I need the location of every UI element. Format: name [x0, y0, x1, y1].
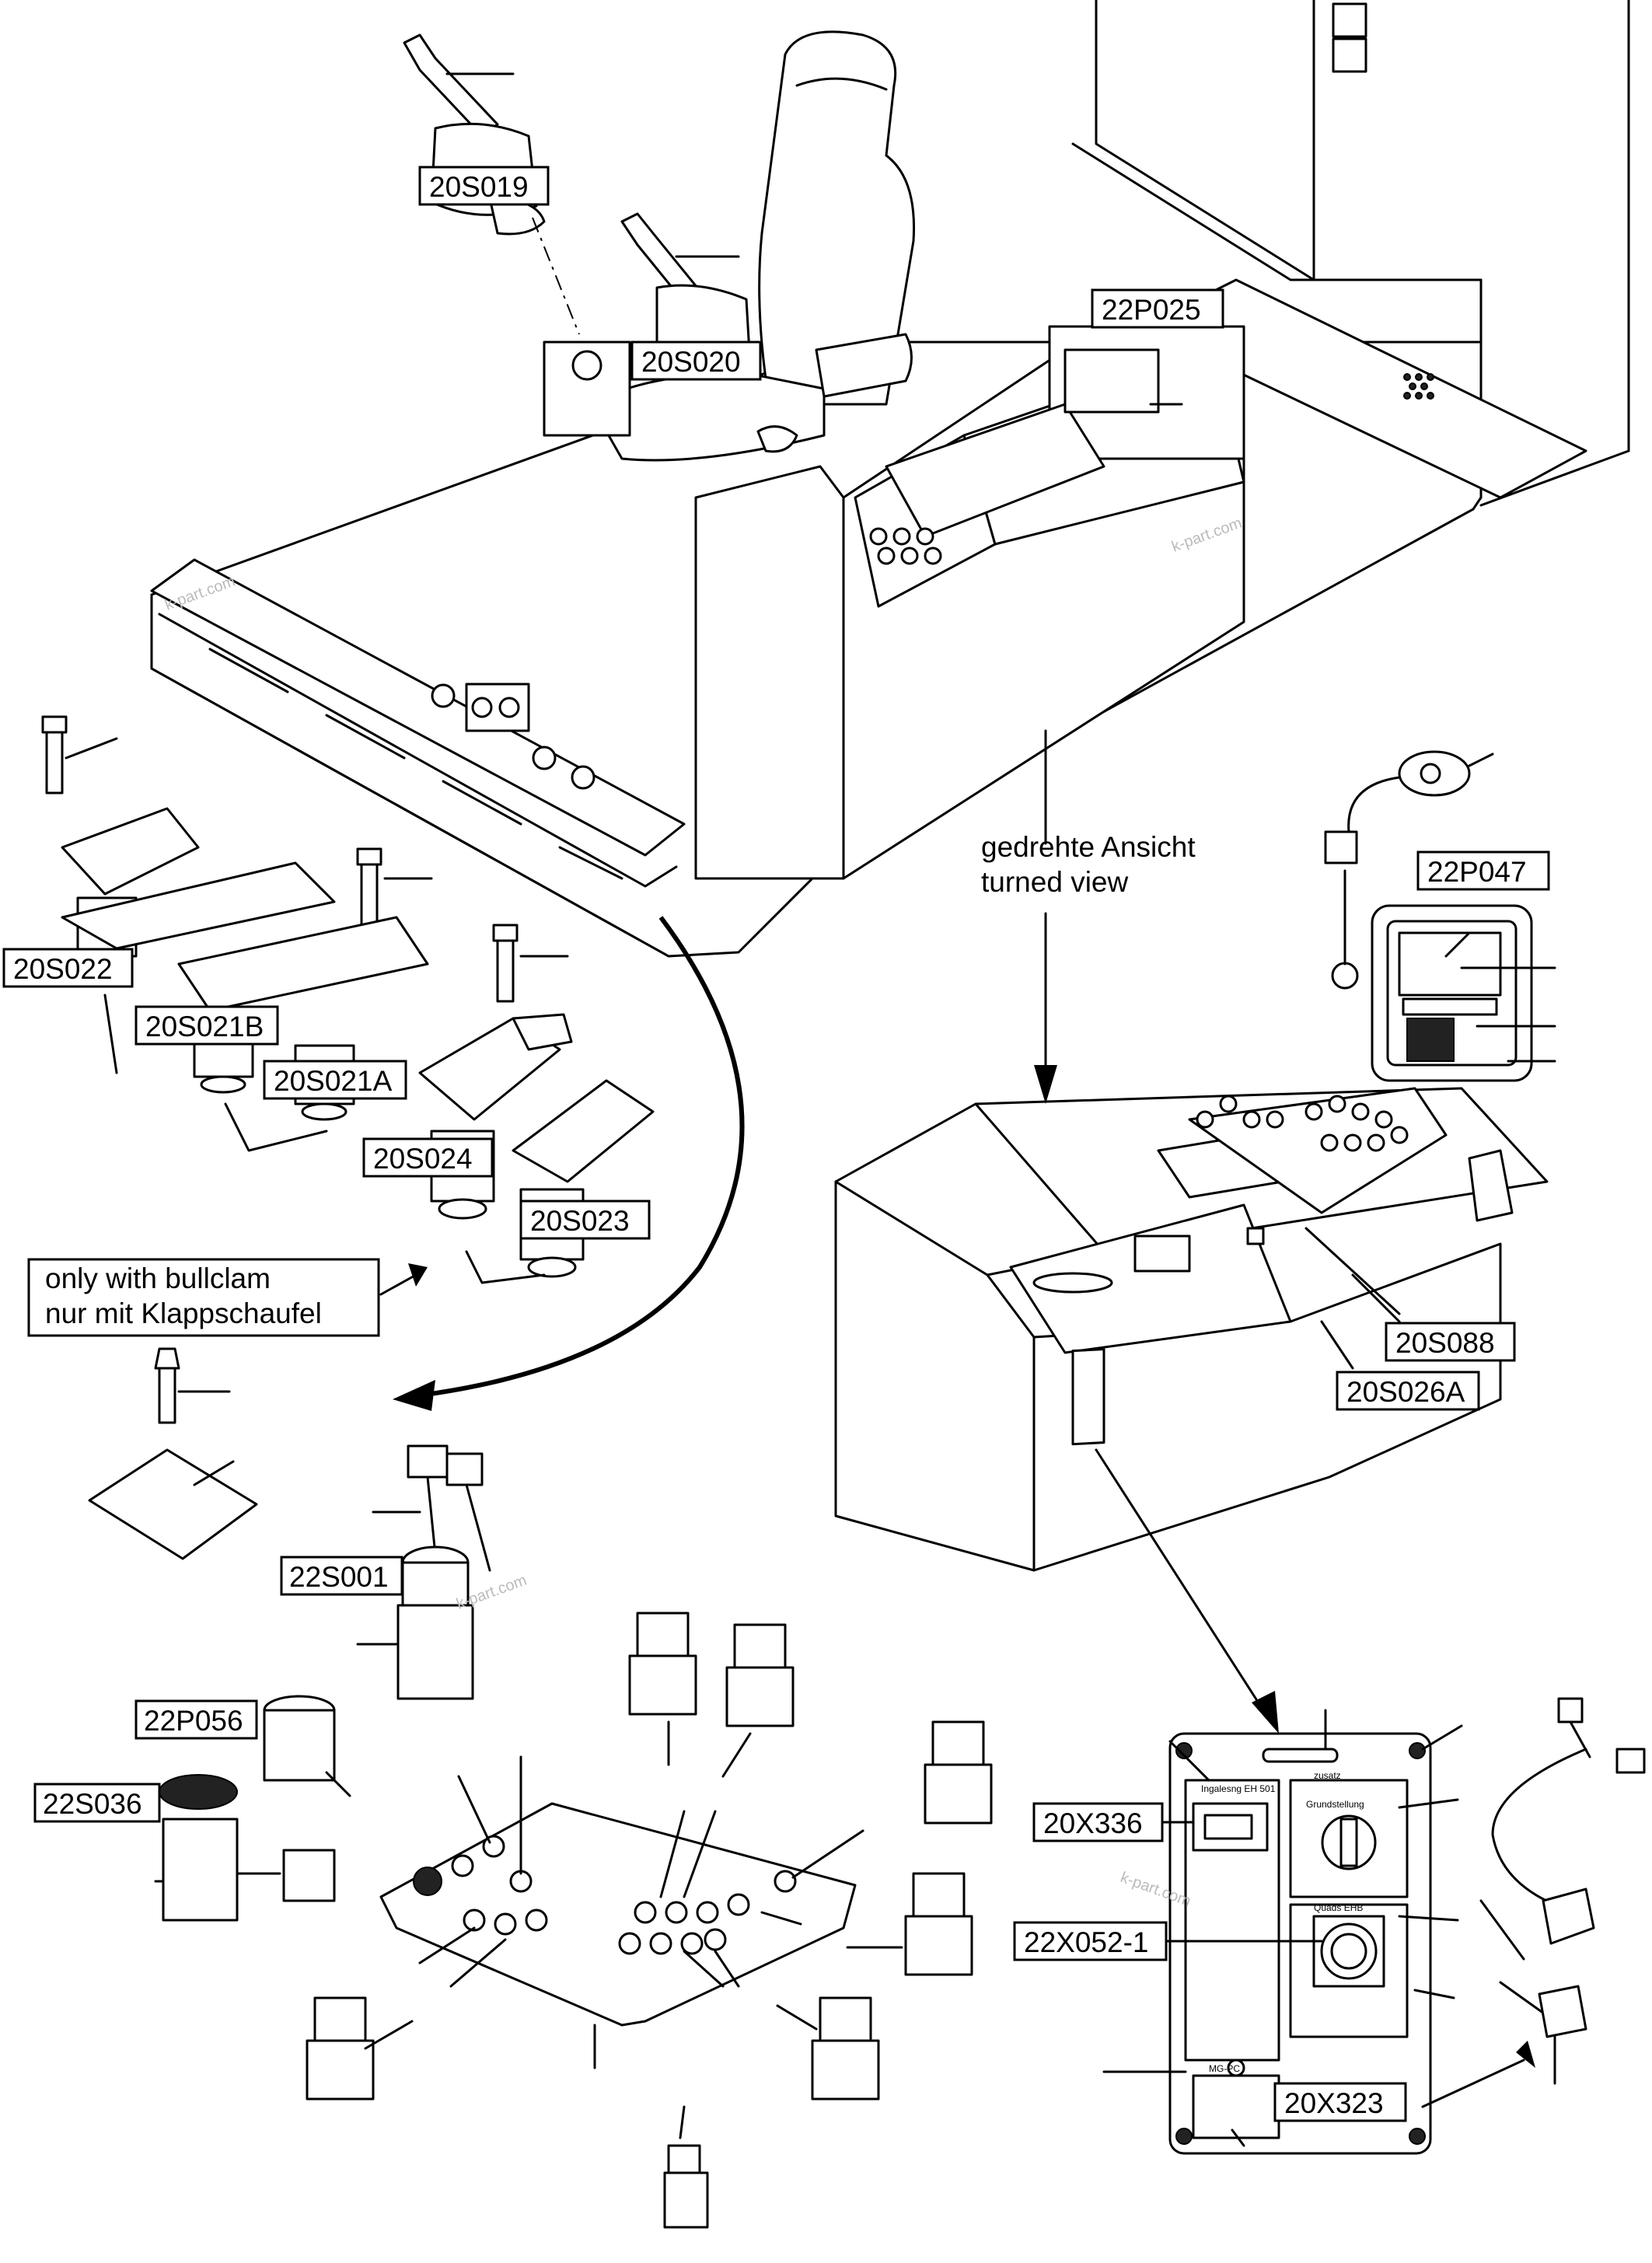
note-line-en: turned view	[981, 866, 1128, 898]
label-text: 22S001	[289, 1561, 389, 1593]
label-text: 20S023	[530, 1205, 630, 1237]
switch-panel	[379, 1755, 864, 2069]
screw-1	[41, 715, 118, 794]
label-text: 20X323	[1284, 2087, 1384, 2119]
plate-label-5: MG-PC	[1209, 2063, 1240, 2074]
connector-arrow	[1095, 1448, 1279, 1734]
turned-view-arrow	[1034, 729, 1057, 1104]
bolt-plate	[88, 1347, 258, 1560]
rocker-switch-1	[628, 1612, 697, 1766]
label-text: 22P056	[144, 1705, 243, 1737]
screw-3	[492, 924, 569, 1003]
label-text: 20S020	[641, 346, 741, 378]
label-22X052-1: 22X052-1	[1013, 1921, 1323, 1961]
label-text: 22P025	[1102, 294, 1201, 326]
label-text: 20S088	[1395, 1327, 1495, 1359]
label-20S088: 20S088	[1385, 1322, 1516, 1362]
left-floor-panel	[150, 558, 686, 880]
label-20S019: 20S019	[418, 166, 550, 206]
operator-seat	[543, 30, 916, 462]
gauge-22P056	[263, 1695, 351, 1797]
label-22P025: 22P025	[1091, 288, 1224, 329]
label-text: 20S021B	[145, 1011, 264, 1042]
connector-plate: Ingalesng EH 501 zusatz Grundstellung Qu…	[1102, 1709, 1463, 2155]
label-text: 20S021A	[274, 1065, 393, 1097]
label-text: 20S024	[373, 1143, 473, 1175]
label-20X323: 20X323	[1273, 2082, 1407, 2122]
key-icon	[372, 1444, 491, 1572]
plate-label-4: Quads EHB	[1314, 1902, 1363, 1913]
sensor-cable	[1324, 750, 1494, 990]
label-20S024: 20S024	[362, 1137, 494, 1178]
pedal-20S024	[418, 1013, 573, 1220]
rocker-switch-4	[846, 1872, 973, 1976]
label-text: 22S036	[43, 1788, 142, 1820]
label-20S026A: 20S026A	[1336, 1371, 1480, 1411]
note-bullclam: only with bullclam nur mit Klappschaufel	[27, 1258, 380, 1337]
button-22S036	[154, 1774, 336, 1922]
bullclam-arrow	[379, 1263, 428, 1296]
label-text: 20S026A	[1346, 1376, 1465, 1408]
note-line-en: only with bullclam	[45, 1262, 271, 1294]
curved-arrow	[393, 916, 745, 1411]
label-22P047: 22P047	[1416, 850, 1550, 891]
label-22S036: 22S036	[33, 1783, 161, 1823]
label-20S020: 20S020	[630, 340, 762, 381]
label-text: 22X052-1	[1024, 1926, 1148, 1958]
display-22P025	[1063, 348, 1183, 414]
rocker-switch-5	[306, 1996, 414, 2101]
plate-label-2: zusatz	[1314, 1770, 1341, 1781]
label-text: 20X336	[1043, 1807, 1143, 1839]
plate-label-3: Grundstellung	[1306, 1799, 1364, 1810]
toggle-switch	[663, 2105, 709, 2229]
floor-vent-icon	[1403, 373, 1434, 400]
label-text: 22P047	[1427, 856, 1527, 888]
rocker-switch-6	[776, 1996, 880, 2101]
note-line-de: nur mit Klappschaufel	[45, 1297, 322, 1329]
note-turned-view: gedrehte Ansicht turned view	[981, 831, 1196, 898]
screw-2	[356, 847, 433, 927]
turned-view-console	[834, 1087, 1549, 1572]
cab-wall	[1071, 0, 1630, 507]
label-text: 20S022	[13, 953, 113, 985]
note-line-de: gedrehte Ansicht	[981, 831, 1196, 863]
label-20S021A: 20S021A	[263, 1060, 407, 1100]
label-20X336: 20X336	[1032, 1802, 1195, 1842]
rocker-switch-3	[924, 1720, 993, 1825]
label-20S023: 20S023	[519, 1200, 651, 1240]
plate-label-1: Ingalesng EH 501	[1201, 1783, 1276, 1794]
label-22S001: 22S001	[280, 1556, 403, 1596]
label-20S022: 20S022	[2, 948, 134, 988]
label-20S021B: 20S021B	[134, 1005, 279, 1046]
label-text: 20S019	[429, 171, 529, 203]
rocker-switch-2	[721, 1623, 795, 1778]
cable-plug	[1421, 1697, 1646, 2108]
label-22P056: 22P056	[134, 1699, 258, 1740]
display-22P047	[1371, 904, 1556, 1082]
ignition-switch	[356, 1545, 474, 1700]
